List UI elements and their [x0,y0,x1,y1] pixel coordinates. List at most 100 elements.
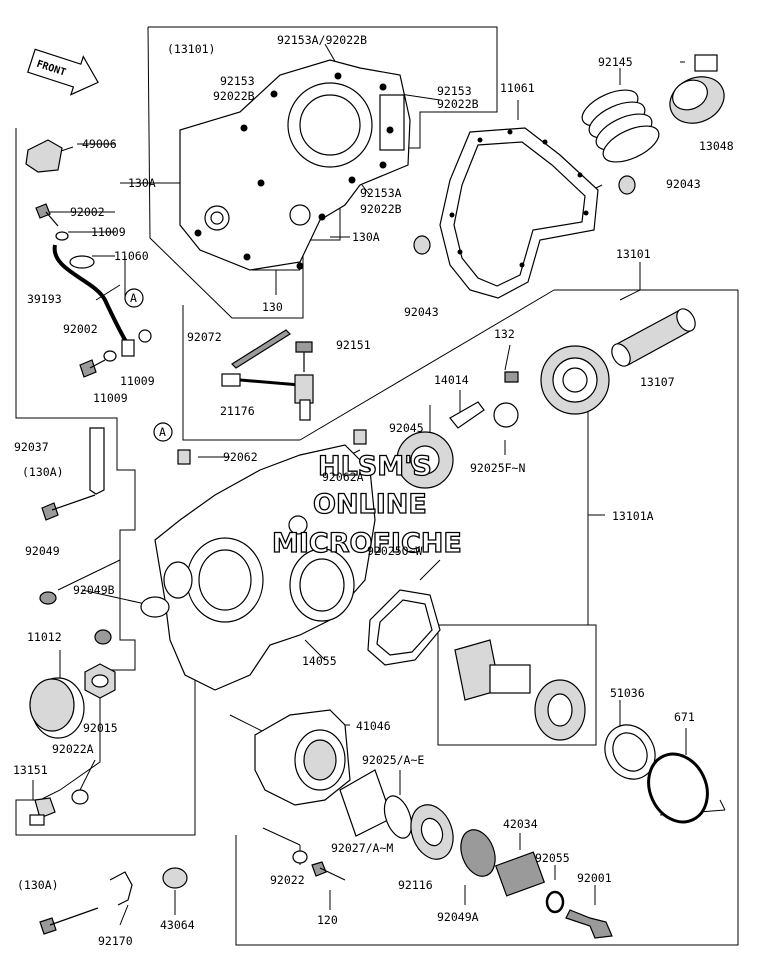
bolt-part-6 [39,907,99,935]
label-92022b: 92022B [213,89,255,103]
label-92049a: 92049A [437,910,479,924]
part-labels: (13101) 92153A/92022B 92153 92022B 92153… [13,33,734,948]
label-21176: 21176 [220,404,255,418]
washer-part-7 [292,850,308,864]
label-92151: 92151 [336,338,371,352]
oil-seal-part-3 [460,829,496,877]
output-shaft-part [611,308,696,367]
transmission-cover-part [179,59,411,271]
washer-part-6 [71,789,89,805]
oil-seal-part-2-inner [612,732,648,772]
label-92043-right: 92043 [666,177,701,191]
pipe-fitting-part [121,339,135,357]
label-92022b-mid: 92022B [360,202,402,216]
bushing-part-2 [413,235,431,255]
label-92002-top: 92002 [70,205,105,219]
label-92062: 92062 [223,450,258,464]
label-92153a-mid: 92153A [360,186,402,200]
watermark-line-3: MICROFICHE [272,528,462,559]
label-43064: 43064 [160,918,195,932]
elbow-fitting-part [25,139,63,173]
label-92001: 92001 [577,871,612,885]
bolt-part-3 [565,909,613,939]
o-ring-part-2 [545,890,565,914]
label-92049: 92049 [25,544,60,558]
label-11009-b2: 11009 [93,391,128,405]
label-13151: 13151 [13,763,48,777]
ring-gear-part [540,345,610,415]
nut-part [84,663,116,699]
cover-gasket-part [367,589,441,666]
bolt-part-5 [41,494,96,521]
shim-part [493,402,519,428]
label-132: 132 [494,327,515,341]
bearing-housing-part [254,709,351,806]
bushing-part [618,175,636,195]
dowel-part-2 [353,429,367,445]
oil-seal-part [140,596,170,618]
clamp-part [109,871,133,906]
strap-part [231,329,291,369]
label-92037: 92037 [14,440,49,454]
label-92116: 92116 [398,878,433,892]
spring-part [581,89,660,163]
label-41046: 41046 [356,719,391,733]
label-92015: 92015 [83,721,118,735]
joint-part [494,851,546,897]
label-671: 671 [674,710,695,724]
label-120: 120 [317,913,338,927]
gear-case-part [154,444,376,691]
label-49006: 49006 [82,137,117,151]
ref-circle-a2 [153,422,173,442]
label-130: 130 [262,300,283,314]
label-92153-right: 92153 [437,84,472,98]
label-92062a: 92062A [322,470,364,484]
label-92022: 92022 [270,873,305,887]
shim-part-2 [383,795,413,839]
drain-plug-part [29,797,56,826]
label-13101-ref: (13101) [167,42,215,56]
bolt-part-2 [79,359,106,378]
ref-circle-a1 [124,288,144,308]
ref-label-a2: A [159,425,166,439]
label-42034: 42034 [503,817,538,831]
label-92025-a-e: 92025/A~E [362,753,424,767]
label-92170: 92170 [98,934,133,948]
coupling-part [669,54,725,124]
washer-part [55,231,69,241]
seal-part [69,255,95,269]
label-92002-bot: 92002 [63,322,98,336]
label-11061: 11061 [500,81,535,95]
label-130a-mid: 130A [352,230,380,244]
front-arrow-icon: FRONT [27,48,99,96]
label-92145: 92145 [598,55,633,69]
label-11012: 11012 [27,630,62,644]
label-13048: 13048 [699,139,734,153]
dowel-part [177,449,191,465]
label-130a-left: 130A [128,176,156,190]
plate-part [89,427,105,495]
pinion-gear-part [454,639,586,741]
watermark-line-1: HLSM'S [318,451,432,482]
sensor-bolt-part [295,341,313,372]
o-ring-part [647,752,709,824]
label-14055: 14055 [302,654,337,668]
label-92025o-w: 92025O~W [367,544,422,558]
label-92055: 92055 [535,851,570,865]
label-130a-paren1: (130A) [22,465,64,479]
label-39193: 39193 [27,292,62,306]
bolt-part [35,203,59,227]
gear-bolt-part [504,371,519,383]
label-92027-a-m: 92027/A~M [331,841,393,855]
label-92153: 92153 [220,74,255,88]
label-92025f-n: 92025F~N [470,461,525,475]
label-11060: 11060 [114,249,149,263]
speed-sensor-part [221,373,314,421]
washer-part-3 [138,329,152,343]
label-51036: 51036 [610,686,645,700]
bearing-part-2-inner [420,817,444,847]
label-11009-top: 11009 [91,225,126,239]
label-11009-b1: 11009 [120,374,155,388]
label-92022a: 92022A [52,742,94,756]
